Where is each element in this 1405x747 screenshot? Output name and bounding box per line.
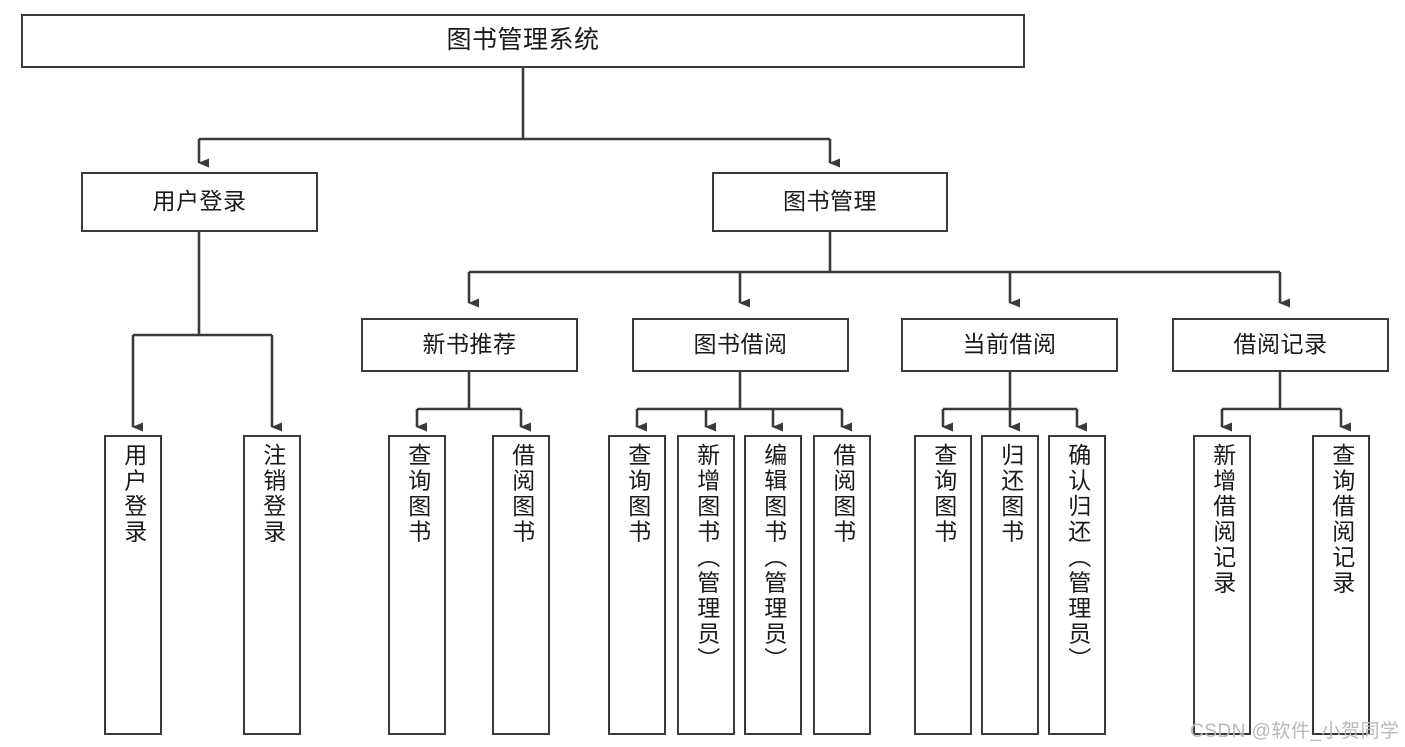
leaf-book-borrow-edit-book-admin[interactable]: 编辑图书（管理员） [744,435,802,735]
leaf-user-login-login[interactable]: 用户登录 [104,435,162,735]
node-label: 查询图书 [930,443,957,545]
node-book-management[interactable]: 图书管理 [712,172,948,232]
node-label: 确认归还（管理员） [1064,443,1091,673]
node-book-borrow[interactable]: 图书借阅 [632,318,849,372]
leaf-new-book-query-book[interactable]: 查询图书 [388,435,446,735]
node-label: 编辑图书（管理员） [760,443,787,673]
node-label: 图书借阅 [693,331,788,358]
leaf-current-borrow-confirm-return-admin[interactable]: 确认归还（管理员） [1048,435,1106,735]
leaf-new-book-borrow-book[interactable]: 借阅图书 [492,435,550,735]
node-borrow-record[interactable]: 借阅记录 [1172,318,1389,372]
csdn-watermark: CSDN @软件_小贺同学 [1190,721,1400,742]
leaf-book-borrow-add-book-admin[interactable]: 新增图书（管理员） [677,435,735,735]
node-current-borrow[interactable]: 当前借阅 [901,318,1118,372]
leaf-user-login-logout[interactable]: 注销登录 [243,435,301,735]
leaf-borrow-record-query-record[interactable]: 查询借阅记录 [1312,435,1370,735]
leaf-book-borrow-borrow-book[interactable]: 借阅图书 [813,435,871,735]
node-label: 查询借阅记录 [1328,443,1355,596]
node-label: 借阅图书 [508,443,535,545]
node-label: 归还图书 [997,443,1024,545]
node-label: 查询图书 [404,443,431,545]
node-label: 新增图书（管理员） [693,443,720,673]
node-label: 图书管理系统 [446,26,600,55]
node-label: 新书推荐 [422,331,517,358]
node-label: 新增借阅记录 [1209,443,1236,596]
node-label: 借阅图书 [829,443,856,545]
node-label: 当前借阅 [962,331,1057,358]
node-root-book-management-system[interactable]: 图书管理系统 [21,14,1025,68]
node-label: 用户登录 [120,443,147,545]
node-label: 注销登录 [259,443,286,545]
node-label: 用户登录 [152,188,247,215]
node-user-login[interactable]: 用户登录 [81,172,318,232]
node-label: 借阅记录 [1233,331,1328,358]
node-label: 图书管理 [783,188,877,215]
node-new-book-recommend[interactable]: 新书推荐 [361,318,578,372]
node-label: 查询图书 [624,443,651,545]
leaf-book-borrow-query-book[interactable]: 查询图书 [608,435,666,735]
leaf-borrow-record-add-record[interactable]: 新增借阅记录 [1193,435,1251,735]
leaf-current-borrow-query-book[interactable]: 查询图书 [914,435,972,735]
leaf-current-borrow-return-book[interactable]: 归还图书 [981,435,1039,735]
